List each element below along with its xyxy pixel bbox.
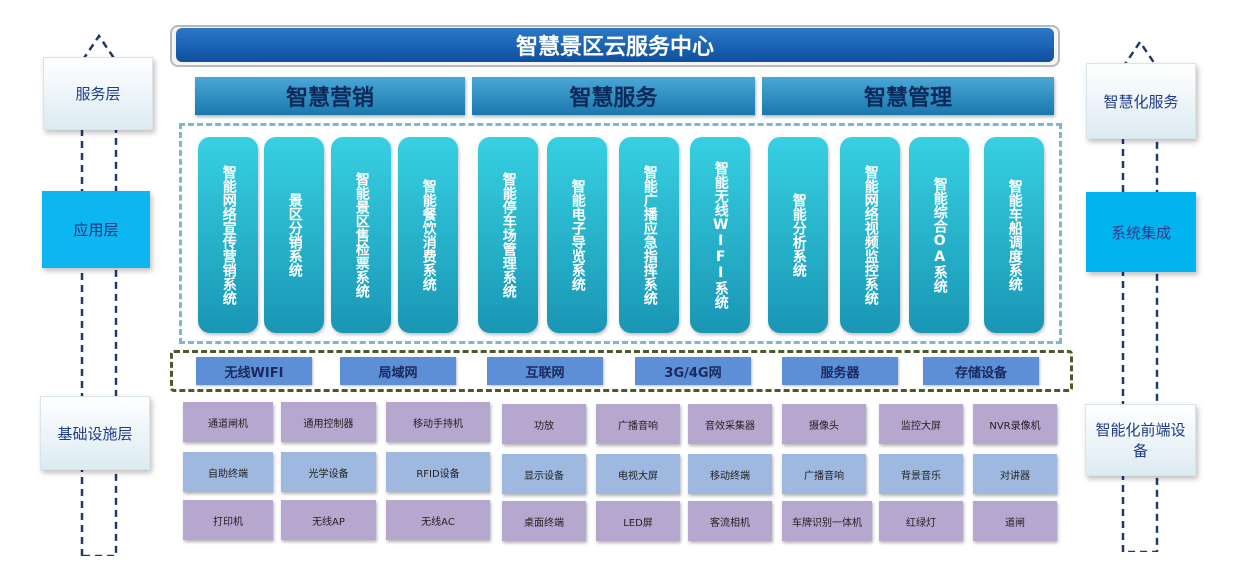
app-label: 景区分销系统 bbox=[286, 193, 303, 277]
device-item: 音效采集器 bbox=[688, 404, 772, 444]
layer-smart-service: 智慧化服务 bbox=[1086, 63, 1196, 139]
device-item: 广播音响 bbox=[782, 454, 866, 494]
device-item: 摄像头 bbox=[782, 404, 866, 444]
app-label: 智能广播应急指挥系统 bbox=[641, 165, 658, 305]
layer-service: 服务层 bbox=[43, 57, 153, 130]
page-title: 智慧景区云服务中心 bbox=[176, 28, 1054, 62]
app-label: 智能网络宣传营销系统 bbox=[220, 165, 237, 305]
category-service: 智慧服务 bbox=[472, 77, 755, 115]
app-system: 智能餐饮消费系统 bbox=[398, 137, 458, 333]
device-item: 车牌识别一体机 bbox=[782, 501, 872, 541]
app-system: 智能分析系统 bbox=[768, 137, 828, 333]
app-system: 智能网络视频监控系统 bbox=[840, 137, 900, 333]
device-item: LED屏 bbox=[596, 501, 680, 541]
network-item: 存储设备 bbox=[923, 357, 1039, 385]
app-label: 智能餐饮消费系统 bbox=[420, 179, 437, 291]
network-item: 3G/4G网 bbox=[635, 357, 751, 385]
app-label: 智能综合OA系统 bbox=[931, 177, 948, 293]
app-label: 智能景区售检票系统 bbox=[353, 172, 370, 298]
app-label: 智能分析系统 bbox=[790, 193, 807, 277]
app-system: 智能停车场管理系统 bbox=[478, 137, 538, 333]
device-item: 移动终端 bbox=[688, 454, 772, 494]
device-item: 客流相机 bbox=[688, 501, 772, 541]
app-system: 智能车船调度系统 bbox=[984, 137, 1044, 333]
app-system: 智能网络宣传营销系统 bbox=[198, 137, 258, 333]
app-label: 智能无线WIFI系统 bbox=[712, 161, 729, 309]
device-item: 移动手持机 bbox=[386, 402, 490, 442]
apps-frame bbox=[179, 123, 1062, 344]
network-item: 服务器 bbox=[782, 357, 898, 385]
app-system: 智能景区售检票系统 bbox=[331, 137, 391, 333]
device-item: RFID设备 bbox=[386, 452, 490, 492]
device-item: 道闸 bbox=[973, 501, 1057, 541]
app-system: 景区分销系统 bbox=[264, 137, 324, 333]
device-item: 无线AC bbox=[386, 500, 490, 540]
network-item: 无线WIFI bbox=[196, 357, 312, 385]
device-item: 显示设备 bbox=[502, 454, 586, 494]
layer-frontend-devices: 智能化前端设备 bbox=[1085, 404, 1196, 476]
category-management: 智慧管理 bbox=[762, 77, 1054, 115]
device-item: 通道闸机 bbox=[183, 402, 273, 442]
device-item: 电视大屏 bbox=[596, 454, 680, 494]
app-system: 智能综合OA系统 bbox=[909, 137, 969, 333]
app-label: 智能停车场管理系统 bbox=[500, 172, 517, 298]
device-item: 背景音乐 bbox=[879, 454, 963, 494]
app-system: 智能无线WIFI系统 bbox=[690, 137, 750, 333]
device-item: 打印机 bbox=[183, 500, 273, 540]
layer-system-integration: 系统集成 bbox=[1086, 192, 1196, 272]
network-frame bbox=[170, 350, 1073, 392]
device-item: 桌面终端 bbox=[502, 501, 586, 541]
app-label: 智能车船调度系统 bbox=[1006, 179, 1023, 291]
layer-infrastructure: 基础设施层 bbox=[40, 396, 150, 470]
app-system: 智能广播应急指挥系统 bbox=[619, 137, 679, 333]
network-item: 互联网 bbox=[487, 357, 603, 385]
category-marketing: 智慧营销 bbox=[195, 77, 465, 115]
device-item: 自助终端 bbox=[183, 452, 273, 492]
app-label: 智能网络视频监控系统 bbox=[862, 165, 879, 305]
app-system: 智能电子导览系统 bbox=[547, 137, 607, 333]
device-item: 无线AP bbox=[281, 500, 376, 540]
network-item: 局域网 bbox=[340, 357, 456, 385]
device-item: 功放 bbox=[502, 404, 586, 444]
device-item: NVR录像机 bbox=[973, 404, 1057, 444]
app-label: 智能电子导览系统 bbox=[569, 179, 586, 291]
device-item: 监控大屏 bbox=[879, 404, 963, 444]
device-item: 通用控制器 bbox=[281, 402, 376, 442]
device-item: 广播音响 bbox=[596, 404, 680, 444]
layer-application: 应用层 bbox=[42, 191, 150, 268]
device-item: 红绿灯 bbox=[879, 501, 963, 541]
device-item: 对讲器 bbox=[973, 454, 1057, 494]
device-item: 光学设备 bbox=[281, 452, 376, 492]
